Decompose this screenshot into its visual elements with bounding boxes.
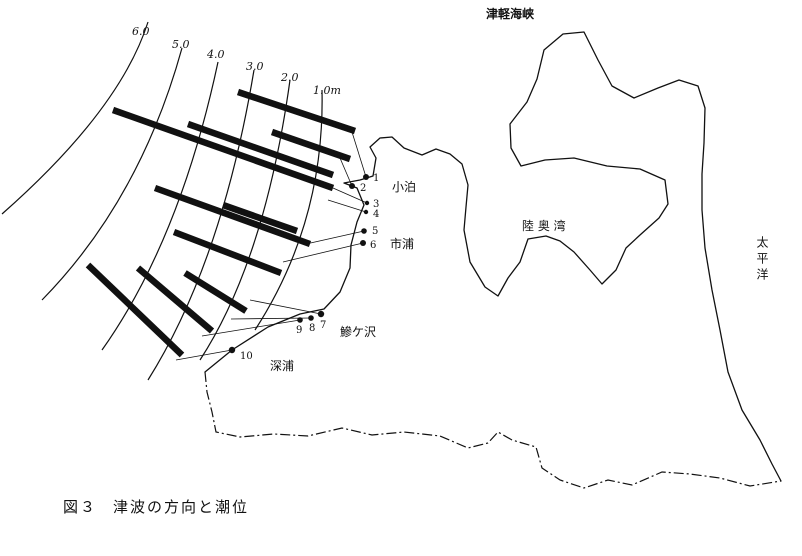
label-fukaura: 深浦	[270, 359, 294, 373]
isoline-label-2: 2.0	[280, 71, 299, 84]
station-9-dot	[297, 317, 303, 323]
station-1-label: 1	[373, 173, 379, 184]
isoline-5m	[41, 47, 183, 301]
label-pacific-ocean: 太平洋	[755, 235, 769, 284]
station-2-label: 2	[360, 183, 366, 194]
isoline-label-3: 3.0	[246, 60, 264, 73]
figure-title: 津波の方向と潮位	[113, 498, 250, 516]
station-9-label: 9	[296, 325, 302, 336]
tsunami-bar-6	[221, 201, 299, 235]
tsunami-bar-4	[270, 128, 352, 163]
figure-caption: 図３ 津波の方向と潮位	[63, 496, 265, 517]
tsunami-bar-5	[153, 184, 312, 248]
prefecture-border	[204, 371, 782, 489]
isoline-1m	[254, 89, 323, 331]
station-1-dot	[363, 174, 369, 180]
station-8-dot	[308, 315, 314, 321]
station-7-label: 7	[320, 320, 326, 331]
coastline	[204, 31, 782, 482]
isoline-6m	[1, 21, 149, 215]
isoline-label-6: 6.0	[132, 25, 150, 38]
station-6-dot	[360, 240, 366, 246]
label-ichiura: 市浦	[390, 236, 414, 251]
tsunami-bar-8	[85, 262, 185, 358]
leader-lines	[175, 131, 368, 361]
tsunami-bar-7	[172, 228, 283, 277]
label-kodomari: 小泊	[392, 180, 416, 194]
tsunami-bar-3	[186, 120, 335, 179]
station-3-dot	[364, 200, 370, 206]
isoline-4m	[101, 61, 219, 351]
tsunami-bar-10	[183, 270, 248, 314]
figure-number: 図３	[63, 498, 98, 516]
station-2-dot	[349, 183, 355, 189]
isoline-label-1: 1.0m	[313, 84, 341, 97]
tsunami-bar-1	[236, 88, 357, 135]
station-6-label: 6	[370, 240, 376, 251]
tsunami-bar-2	[111, 106, 335, 192]
isoline-label-4: 4.0	[206, 48, 225, 61]
isoline-2m	[199, 79, 291, 361]
station-7-dot	[317, 310, 325, 318]
isoline-label-5: 5.0	[172, 38, 190, 51]
label-tsugaru-strait: 津軽海峡	[486, 6, 534, 21]
station-10-dot	[228, 346, 236, 354]
station-4-label: 4	[373, 209, 379, 220]
tsunami-bar-9	[135, 265, 215, 334]
label-mutsu-bay: 陸 奥 湾	[522, 218, 566, 233]
station-8-label: 8	[309, 323, 315, 334]
station-4-dot	[363, 209, 369, 215]
station-3-label: 3	[373, 199, 379, 210]
label-ajigasawa: 鰺ケ沢	[340, 324, 376, 339]
station-5-dot	[361, 228, 367, 234]
station-5-label: 5	[372, 226, 378, 237]
station-10-label: 10	[240, 351, 253, 362]
